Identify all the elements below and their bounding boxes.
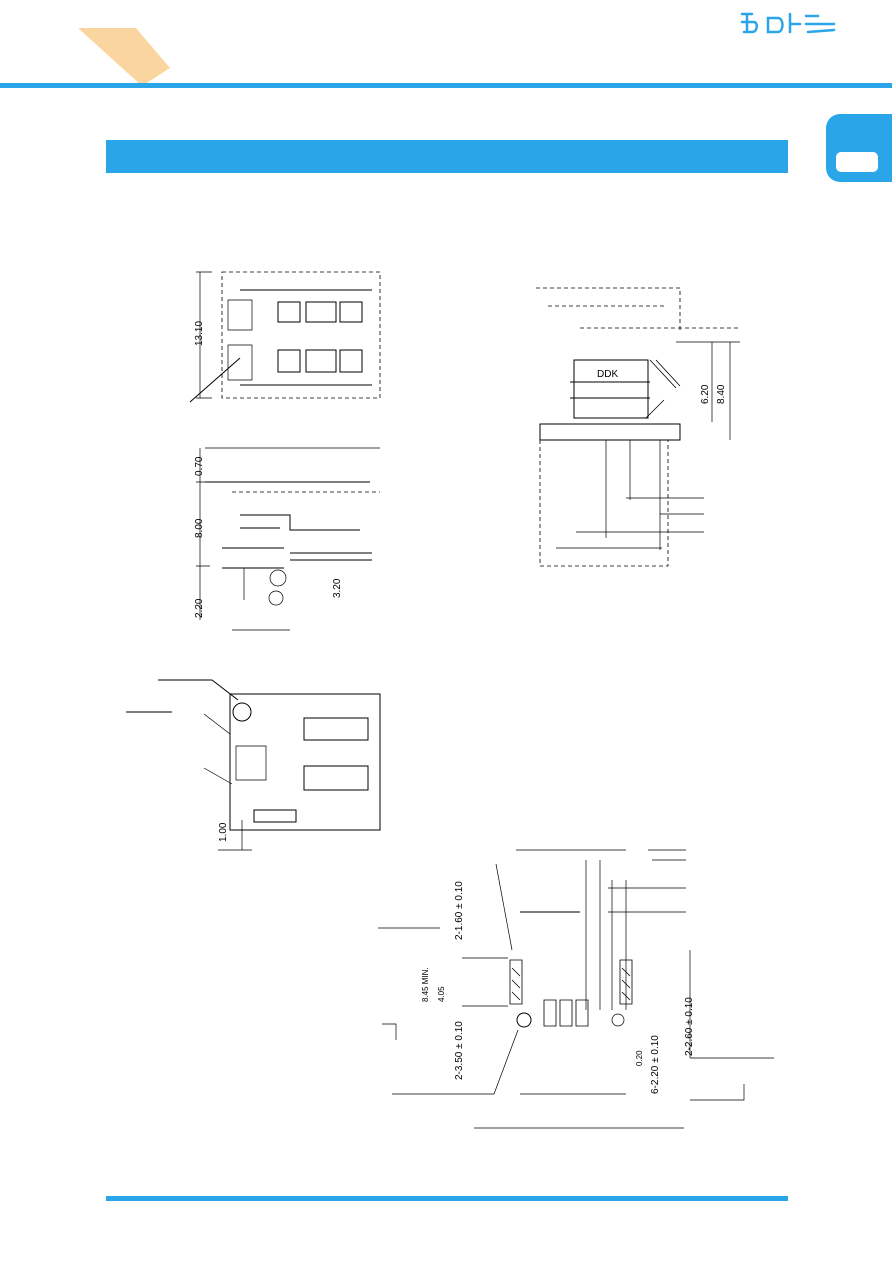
dimension-6-2-20: 6-2.20 ± 0.10 (650, 1035, 661, 1094)
dimension-2-1-60: 2-1.60 ± 0.10 (454, 881, 465, 940)
top-view-drawing (189, 271, 381, 403)
section-title-bar (106, 140, 788, 173)
pcb-layout-drawing (378, 849, 774, 1129)
dimension-13-10: 13.10 (194, 321, 205, 346)
dimension-6-20: 6.20 (700, 384, 711, 404)
dimension-0-20: 0.20 (635, 1050, 644, 1066)
dimension-2-20: 2.20 (194, 598, 205, 618)
side-view-drawing (196, 447, 380, 631)
dimension-8-40: 8.40 (716, 384, 727, 404)
corner-tab-decoration (78, 28, 170, 86)
dimension-2-2-60: 2-2.60 ± 0.10 (684, 997, 695, 1056)
dimension-0-70: 0.70 (194, 456, 205, 476)
dimension-3-20: 3.20 (332, 578, 343, 598)
dimension-8-45-min: 8.45 MIN. (421, 967, 430, 1002)
bottom-view-drawing (126, 679, 381, 851)
front-view-drawing (536, 287, 740, 567)
header-rule (0, 83, 892, 88)
brand-logo (740, 12, 836, 34)
footer-rule (106, 1196, 788, 1201)
dimension-2-3-50: 2-3.50 ± 0.10 (454, 1021, 465, 1080)
dimension-8-00: 8.00 (194, 518, 205, 538)
ddk-marking: DDK (597, 369, 618, 380)
section-side-tab-label (836, 152, 878, 172)
dimension-1-00: 1.00 (218, 822, 229, 842)
dimension-4-05: 4.05 (437, 986, 446, 1002)
